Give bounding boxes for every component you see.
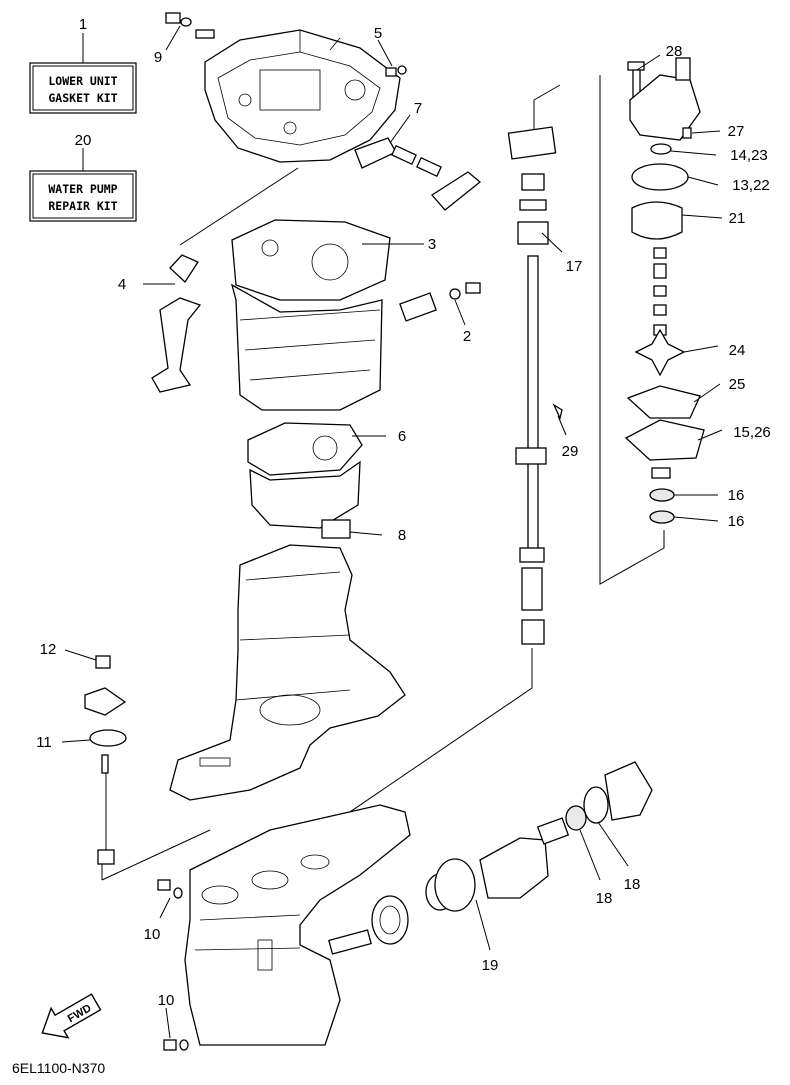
callout-11: 11 (36, 734, 52, 751)
drive-shaft-part (507, 126, 557, 645)
callout-16b: 16 (728, 513, 745, 530)
callout-19: 19 (482, 957, 499, 974)
water-pump-part (624, 57, 705, 524)
plug-10-upper-part (157, 879, 183, 899)
callout-2: 2 (463, 328, 471, 345)
callout-10a: 10 (144, 926, 161, 943)
bolt-12-part (84, 655, 127, 865)
plug-10-lower-part (163, 1039, 189, 1051)
callout-28: 28 (666, 43, 683, 60)
callout-9: 9 (154, 49, 162, 66)
callout-6: 6 (398, 428, 406, 445)
callout-20: 20 (75, 132, 92, 149)
callout-27: 27 (728, 123, 745, 140)
gear-set-part (371, 761, 653, 945)
callout-18b: 18 (624, 876, 641, 893)
callout-10b: 10 (158, 992, 175, 1009)
bolt-9-part (165, 12, 215, 39)
pin-29-part (552, 403, 563, 420)
callout-16a: 16 (728, 487, 745, 504)
callout-13-22: 13,22 (732, 177, 770, 194)
lower-unit-gasket-kit-box: LOWER UNIT GASKET KIT (29, 62, 137, 114)
callout-14-23: 14,23 (730, 147, 768, 164)
callout-5: 5 (374, 25, 382, 42)
callout-25: 25 (729, 376, 746, 393)
callout-1: 1 (79, 16, 87, 33)
water-pump-kit-line1: WATER PUMP (48, 182, 117, 196)
callout-12: 12 (40, 641, 57, 658)
water-pump-kit-line2: REPAIR KIT (48, 199, 117, 213)
lower-unit-kit-line1: LOWER UNIT (48, 74, 117, 88)
water-pump-repair-kit-box: WATER PUMP REPAIR KIT (29, 170, 137, 222)
callout-3: 3 (428, 236, 436, 253)
upper-casing-part (204, 29, 401, 163)
gasket-7-part (354, 137, 482, 211)
diagram-code: 6EL1100-N370 (12, 1060, 105, 1076)
callout-15-26: 15,26 (733, 424, 771, 441)
lower-unit-kit-line2: GASKET KIT (48, 91, 117, 105)
gasket-6-part (247, 422, 363, 529)
callout-8: 8 (398, 527, 406, 544)
callout-21: 21 (729, 210, 746, 227)
lower-case-part (184, 804, 411, 1046)
anode-8-part (321, 519, 351, 539)
fwd-arrow-icon: FWD (41, 993, 102, 1039)
callout-29: 29 (562, 443, 579, 460)
gasket-4-part (151, 254, 202, 393)
callout-24: 24 (729, 342, 746, 359)
upper-case-part (169, 544, 406, 801)
callout-18a: 18 (596, 890, 613, 907)
seal-2-part (399, 282, 481, 322)
callout-4: 4 (118, 276, 126, 293)
callout-17: 17 (566, 258, 583, 275)
plug-5-part (385, 65, 407, 77)
housing-gasket-3-part (230, 219, 391, 411)
callout-7: 7 (414, 100, 422, 117)
